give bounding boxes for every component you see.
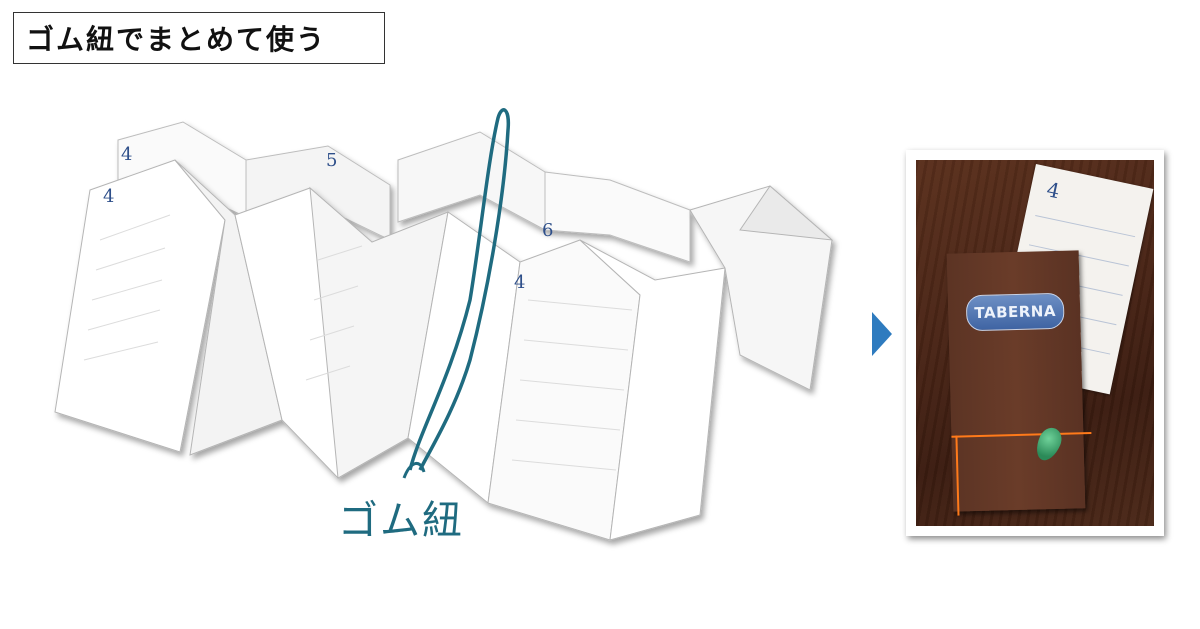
chili-charm-icon bbox=[1031, 424, 1066, 465]
month-number: 4 bbox=[514, 272, 526, 293]
month-number: 4 bbox=[121, 144, 133, 165]
orange-elastic bbox=[951, 432, 1092, 438]
notebook-photo: 4 TABERNA bbox=[906, 150, 1164, 536]
page-title: ゴム紐でまとめて使う bbox=[13, 12, 385, 64]
main-accordion-strip bbox=[54, 159, 834, 541]
photo-month-number: 4 bbox=[1044, 177, 1063, 204]
month-number: 4 bbox=[103, 186, 115, 207]
month-number: 6 bbox=[542, 220, 554, 241]
elastic-band-label: ゴム紐 bbox=[338, 498, 464, 544]
month-number: 5 bbox=[326, 150, 338, 171]
arrow-right-icon bbox=[872, 312, 892, 356]
elastic-band-loop bbox=[408, 108, 511, 471]
orange-elastic-vertical bbox=[955, 435, 960, 516]
notebook-cover: TABERNA bbox=[946, 250, 1092, 516]
brand-logo: TABERNA bbox=[965, 292, 1065, 332]
ruled-lines bbox=[83, 214, 633, 471]
photo-background: 4 TABERNA bbox=[916, 160, 1154, 526]
